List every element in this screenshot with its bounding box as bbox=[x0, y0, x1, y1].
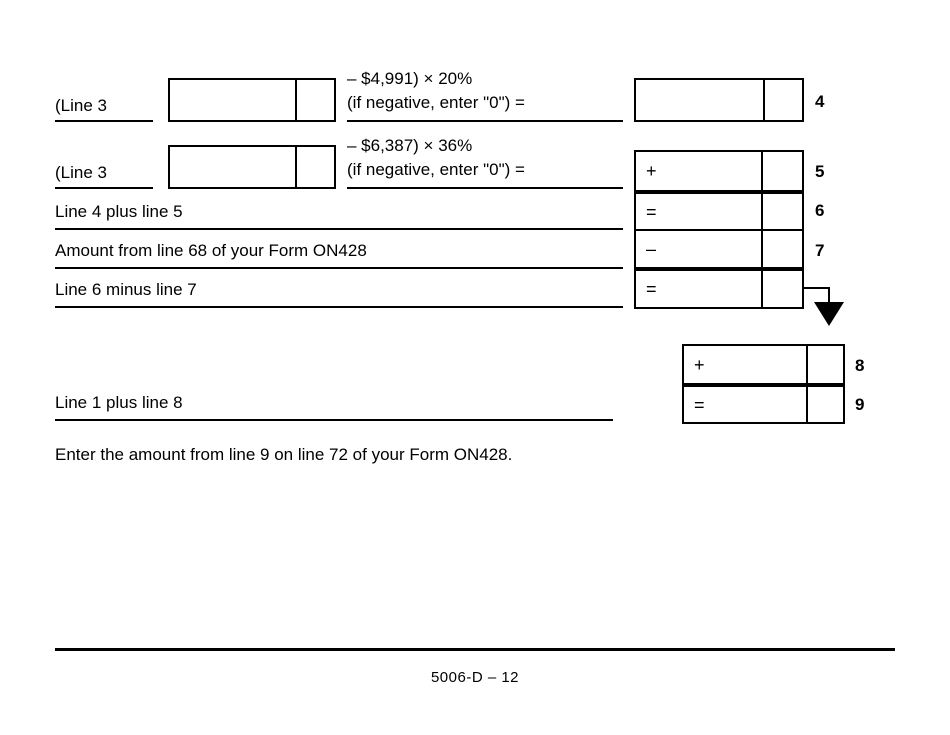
cents-divider bbox=[295, 147, 297, 187]
subtotal-left-label: Line 6 minus line 7 bbox=[55, 280, 197, 299]
arrowhead-icon bbox=[814, 302, 844, 326]
cents-divider bbox=[761, 192, 763, 231]
line5-formula-underline bbox=[347, 187, 623, 189]
line7-underline bbox=[55, 267, 623, 269]
line4-formula-underline bbox=[347, 120, 623, 122]
line5-amount-field[interactable]: + bbox=[634, 150, 804, 192]
line3-entry-field-b[interactable] bbox=[168, 145, 336, 189]
line6-amount-field[interactable]: = bbox=[634, 190, 804, 231]
line4-left-underline bbox=[55, 120, 153, 122]
line-number-4: 4 bbox=[815, 92, 825, 111]
cents-divider bbox=[806, 344, 808, 385]
line8-amount-field[interactable]: + bbox=[682, 344, 845, 385]
line5-formula-line2: (if negative, enter "0") = bbox=[347, 160, 525, 179]
subtotal-underline bbox=[55, 306, 623, 308]
cents-divider bbox=[761, 150, 763, 192]
line-number-8: 8 bbox=[855, 356, 865, 375]
form-footer: 5006-D – 12 bbox=[430, 669, 520, 686]
footer-rule bbox=[55, 648, 895, 651]
line5-left-underline bbox=[55, 187, 153, 189]
final-box-stack: + = bbox=[682, 344, 845, 424]
arrow-segment-horizontal bbox=[802, 287, 830, 289]
operator-equals: = bbox=[646, 201, 657, 222]
line-number-7: 7 bbox=[815, 241, 825, 260]
line7-amount-field[interactable]: – bbox=[634, 229, 804, 269]
subtotal-amount-field[interactable]: = bbox=[634, 267, 804, 309]
cents-divider bbox=[761, 269, 763, 309]
operator-minus: – bbox=[646, 239, 657, 259]
cents-divider bbox=[763, 80, 765, 120]
line4-formula-line1: – $4,991) × 20% bbox=[347, 69, 473, 88]
line5-formula-line1: – $6,387) × 36% bbox=[347, 136, 473, 155]
calculation-box-stack: + = – = bbox=[634, 150, 804, 309]
arrow-segment-vertical bbox=[828, 287, 830, 309]
cents-divider bbox=[295, 80, 297, 120]
operator-equals: = bbox=[694, 394, 705, 415]
cents-divider bbox=[806, 385, 808, 424]
operator-plus: + bbox=[646, 161, 657, 181]
line5-left-label: (Line 3 bbox=[55, 163, 107, 182]
line9-amount-field[interactable]: = bbox=[682, 383, 845, 424]
line4-formula-line2: (if negative, enter "0") = bbox=[347, 93, 525, 112]
line-number-6: 6 bbox=[815, 201, 825, 220]
operator-equals: = bbox=[646, 279, 657, 299]
line4-amount-field[interactable] bbox=[634, 78, 804, 122]
line-number-9: 9 bbox=[855, 395, 865, 414]
line9-left-label: Line 1 plus line 8 bbox=[55, 393, 183, 412]
instruction-text: Enter the amount from line 9 on line 72 … bbox=[55, 445, 513, 464]
line6-left-label: Line 4 plus line 5 bbox=[55, 202, 183, 221]
line6-underline bbox=[55, 228, 623, 230]
operator-plus: + bbox=[694, 354, 705, 375]
cents-divider bbox=[761, 229, 763, 269]
line9-underline bbox=[55, 419, 613, 421]
line7-left-label: Amount from line 68 of your Form ON428 bbox=[55, 241, 367, 260]
line3-entry-field-a[interactable] bbox=[168, 78, 336, 122]
line-number-5: 5 bbox=[815, 162, 825, 181]
line4-left-label: (Line 3 bbox=[55, 96, 107, 115]
